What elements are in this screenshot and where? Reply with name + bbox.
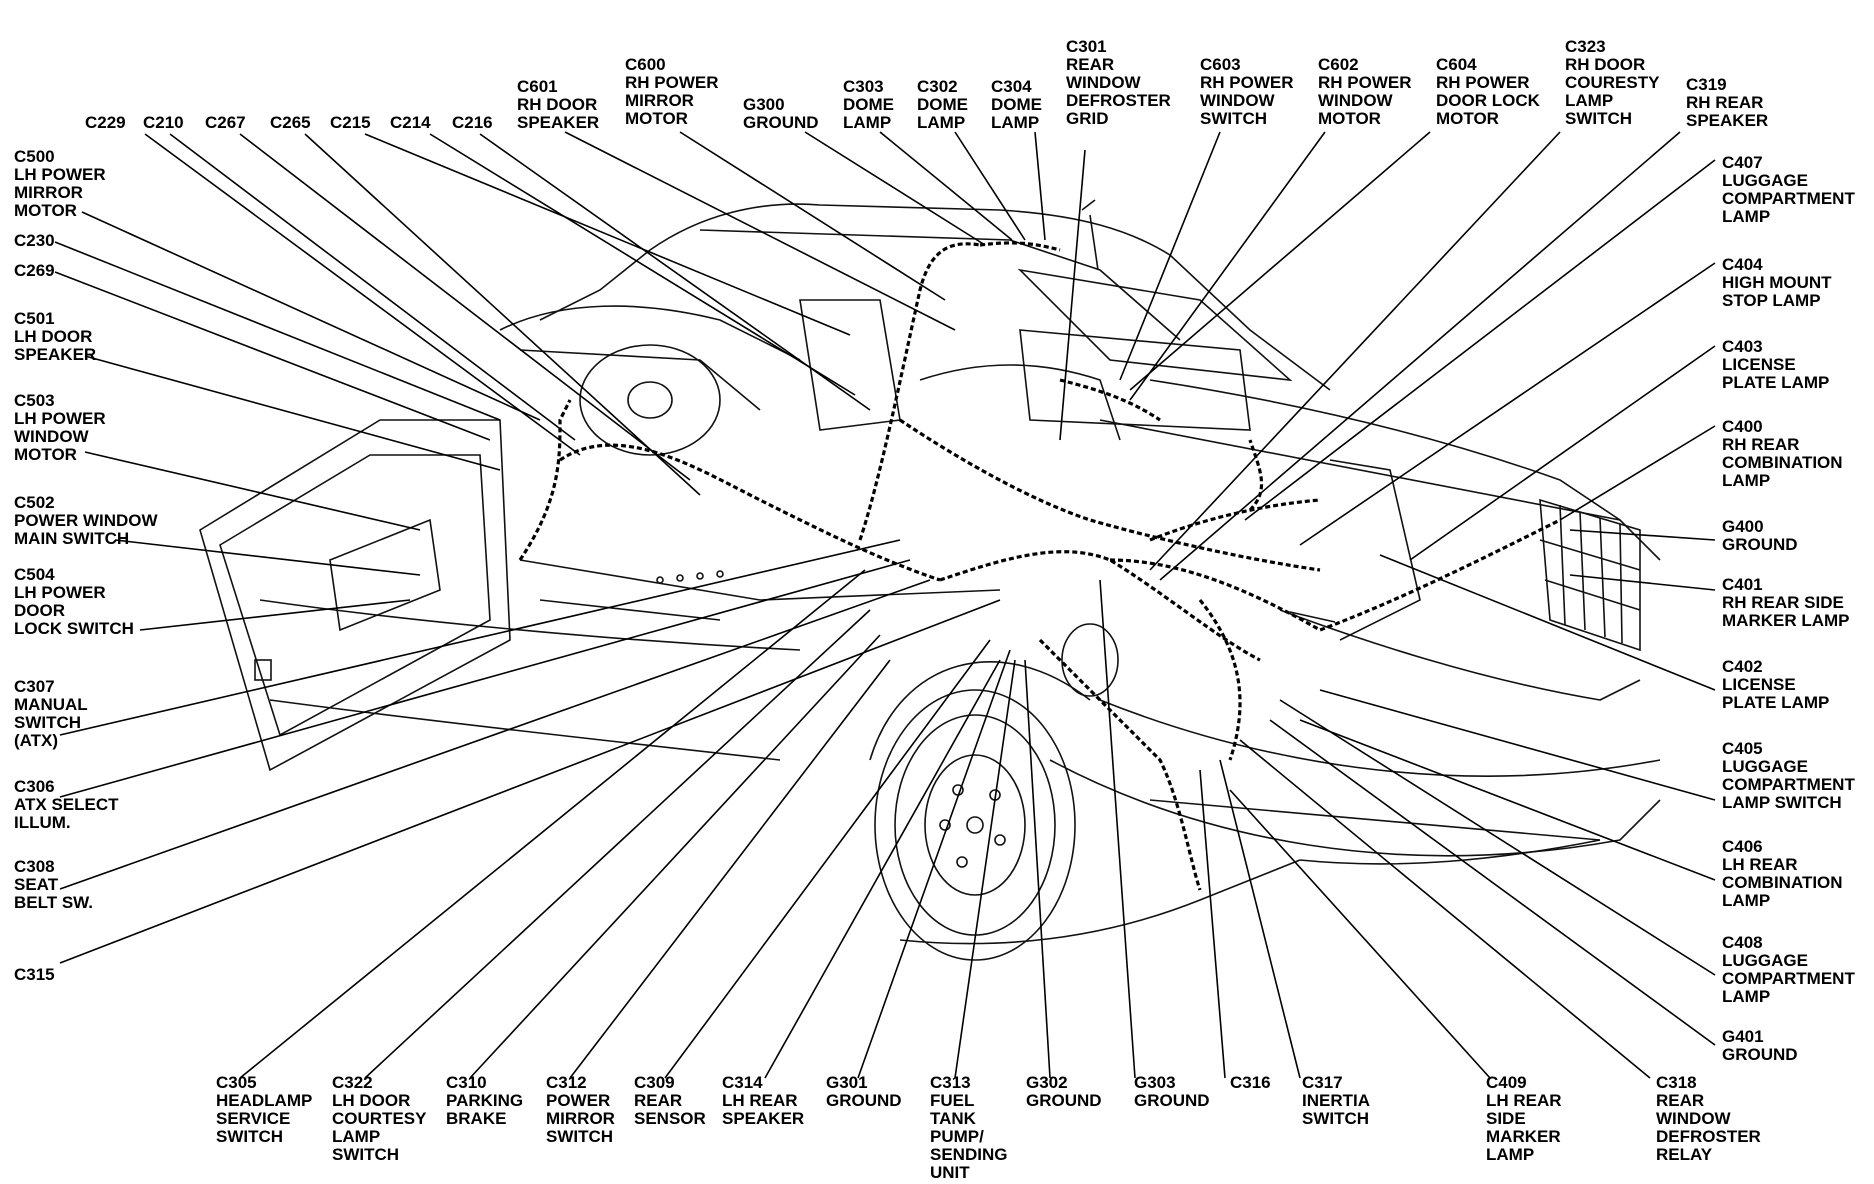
- wiring-harness: [518, 241, 1561, 891]
- label-c210: C210: [143, 113, 184, 132]
- label-c230: C230: [14, 231, 55, 250]
- label-c265: C265: [270, 113, 311, 132]
- label-c316: C316: [1230, 1073, 1271, 1092]
- label-c267: C267: [205, 113, 246, 132]
- label-c214: C214: [390, 113, 431, 132]
- label-c269: C269: [14, 261, 55, 280]
- label-c229: C229: [85, 113, 126, 132]
- label-c215: C215: [330, 113, 371, 132]
- car-body-outline: [199, 199, 1661, 961]
- leader-lines: [54, 131, 1716, 1079]
- label-c315: C315: [14, 965, 55, 984]
- label-c216: C216: [452, 113, 493, 132]
